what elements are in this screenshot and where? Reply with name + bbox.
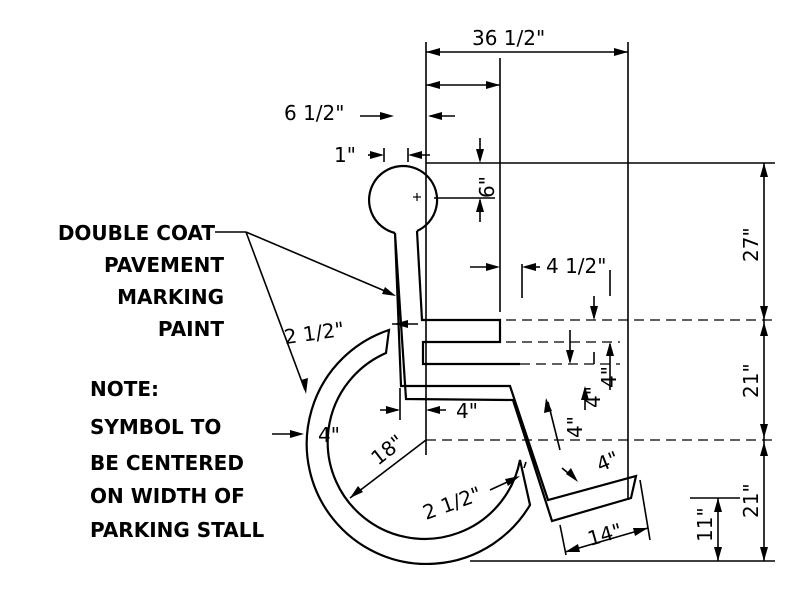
- dim-four-c: 4": [563, 416, 587, 438]
- callout-leaders: [215, 231, 396, 394]
- dim-twenty-one-a: 21": [739, 363, 763, 398]
- callout-line-2: PAVEMENT: [104, 253, 224, 277]
- dim-six: 6": [475, 176, 499, 198]
- callout-line-3: MARKING: [117, 285, 224, 309]
- ext-foot-left: [559, 524, 567, 556]
- dim-four-b: 4": [581, 386, 605, 408]
- head-outline: [368, 164, 439, 235]
- note-line-4: ON WIDTH OF: [90, 484, 245, 508]
- dim-eighteen: 18": [366, 430, 408, 470]
- note-line-1: NOTE:: [90, 377, 159, 401]
- dim-four-foot: 4": [593, 446, 622, 476]
- callout-line-4: PAINT: [158, 317, 224, 341]
- wheel-outline: [305, 328, 532, 565]
- dim-six-half: 6 1/2": [284, 101, 344, 125]
- dim-two-half-top: 2 1/2": [282, 317, 345, 349]
- dim-four-a: 4": [597, 366, 621, 388]
- centering-note: NOTE: SYMBOL TO BE CENTERED ON WIDTH OF …: [90, 377, 264, 542]
- paint-callout: DOUBLE COAT PAVEMENT MARKING PAINT: [58, 221, 225, 341]
- dim-eleven: 11": [693, 507, 717, 542]
- callout-line-1: DOUBLE COAT: [58, 221, 216, 245]
- dim-fourteen: 14": [585, 518, 625, 551]
- dim-twenty-one-b: 21": [739, 483, 763, 518]
- wheelchair-figure: [305, 164, 638, 565]
- note-line-5: PARKING STALL: [90, 518, 264, 542]
- note-line-3: BE CENTERED: [90, 451, 244, 475]
- dim-one: 1": [334, 143, 356, 167]
- dim-four-left: 4": [318, 423, 340, 447]
- extension-lines: [399, 42, 775, 562]
- body-outline: [393, 232, 638, 523]
- ext-foot-right: [639, 479, 651, 541]
- torso-inner: [415, 230, 520, 366]
- dim-four-half: 4 1/2": [546, 254, 606, 278]
- dim-four-right: 4": [456, 399, 478, 423]
- dim-twenty-seven: 27": [739, 227, 763, 262]
- note-line-2: SYMBOL TO: [90, 415, 221, 439]
- dim-two-half-bottom: 2 1/2": [420, 481, 485, 524]
- dimension-lines: [272, 48, 768, 561]
- dim-overall-width: 36 1/2": [472, 26, 545, 50]
